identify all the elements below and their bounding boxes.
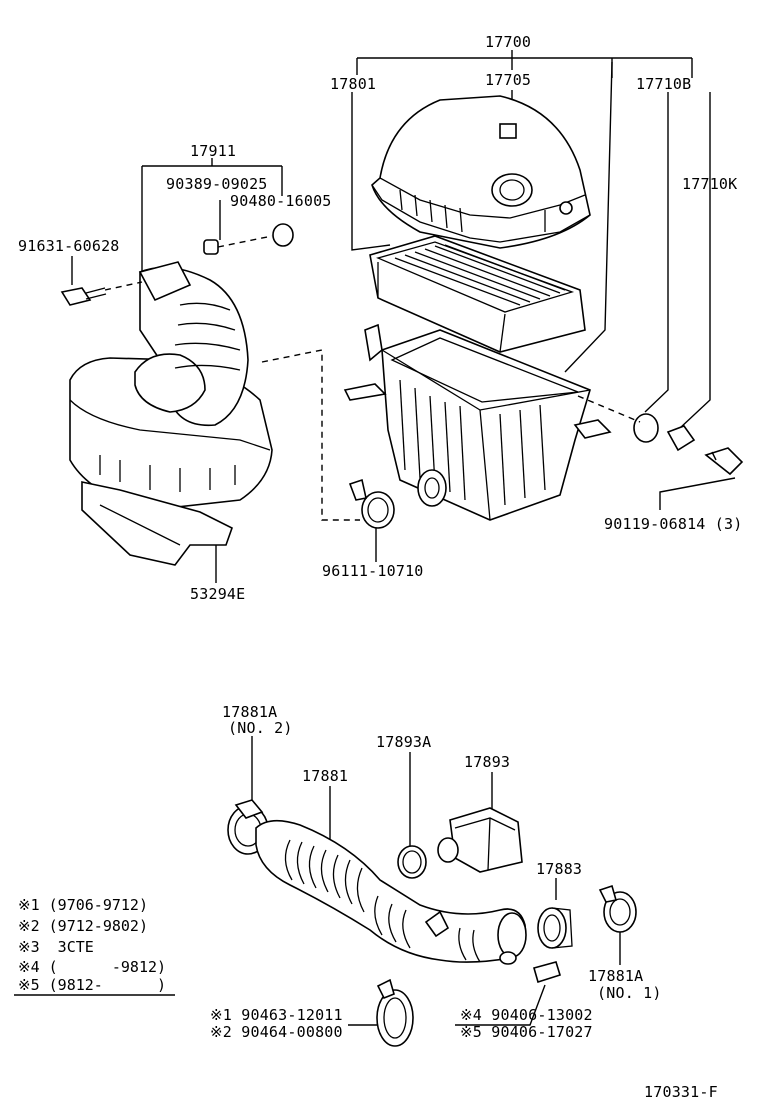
leader-lines-17911: [71, 158, 283, 285]
clamp-no1: [598, 884, 637, 933]
air-cleaner-cap: [371, 95, 591, 249]
leader-lines-17700: [351, 50, 711, 429]
label-90406b: ※5 90406-17027: [460, 1023, 593, 1041]
label-17705: 17705: [485, 71, 532, 89]
filter-element: [369, 235, 586, 353]
ring-17893a: [397, 845, 427, 879]
label-53294e: 53294E: [190, 585, 246, 603]
label-17881a-top-sub: (NO. 2): [228, 719, 293, 737]
label-91631: 91631-60628: [18, 237, 120, 255]
label-17700: 17700: [485, 33, 532, 51]
band-clamp-90463: [376, 978, 414, 1047]
hose-17883: [537, 907, 573, 949]
label-90389: 90389-09025: [166, 175, 268, 193]
air-cleaner-case: [343, 323, 612, 521]
bolt-washer-grommet: [60, 223, 294, 306]
label-96111: 96111-10710: [322, 562, 424, 580]
note-1: ※1 (9706-9712): [18, 896, 148, 914]
label-90480: 90480-16005: [230, 192, 332, 210]
resonator-17893: [437, 807, 523, 873]
hose-clamp-96111: [348, 478, 395, 562]
label-17893a: 17893A: [376, 733, 432, 751]
label-17710k: 17710K: [682, 175, 738, 193]
label-90119: 90119-06814 (3): [604, 515, 743, 533]
label-17881a-bot: 17881A: [588, 967, 644, 985]
pipe-90406: [533, 961, 561, 984]
note-4: ※4 ( -9812): [18, 958, 167, 976]
diagram-code: 170331-F: [644, 1083, 718, 1101]
label-90463: ※1 90463-12011: [210, 1006, 343, 1024]
air-intake-assy: [69, 261, 273, 583]
label-17911: 17911: [190, 142, 237, 160]
label-17883: 17883: [536, 860, 583, 878]
label-90464: ※2 90464-00800: [210, 1023, 343, 1041]
note-5: ※5 (9812- ): [18, 976, 167, 994]
label-17893: 17893: [464, 753, 511, 771]
grommet-bush-bolt: [633, 413, 744, 510]
label-90406a: ※4 90406-13002: [460, 1006, 593, 1024]
note-3: ※3 3CTE: [18, 938, 94, 956]
label-17881a-bot-sub: (NO. 1): [597, 984, 662, 1002]
label-17881a-top: 17881A: [222, 703, 278, 721]
note-2: ※2 (9712-9802): [18, 917, 148, 935]
label-17881: 17881: [302, 767, 349, 785]
label-17710b: 17710B: [636, 75, 692, 93]
label-17801: 17801: [330, 75, 377, 93]
hose-17881: [227, 799, 527, 965]
